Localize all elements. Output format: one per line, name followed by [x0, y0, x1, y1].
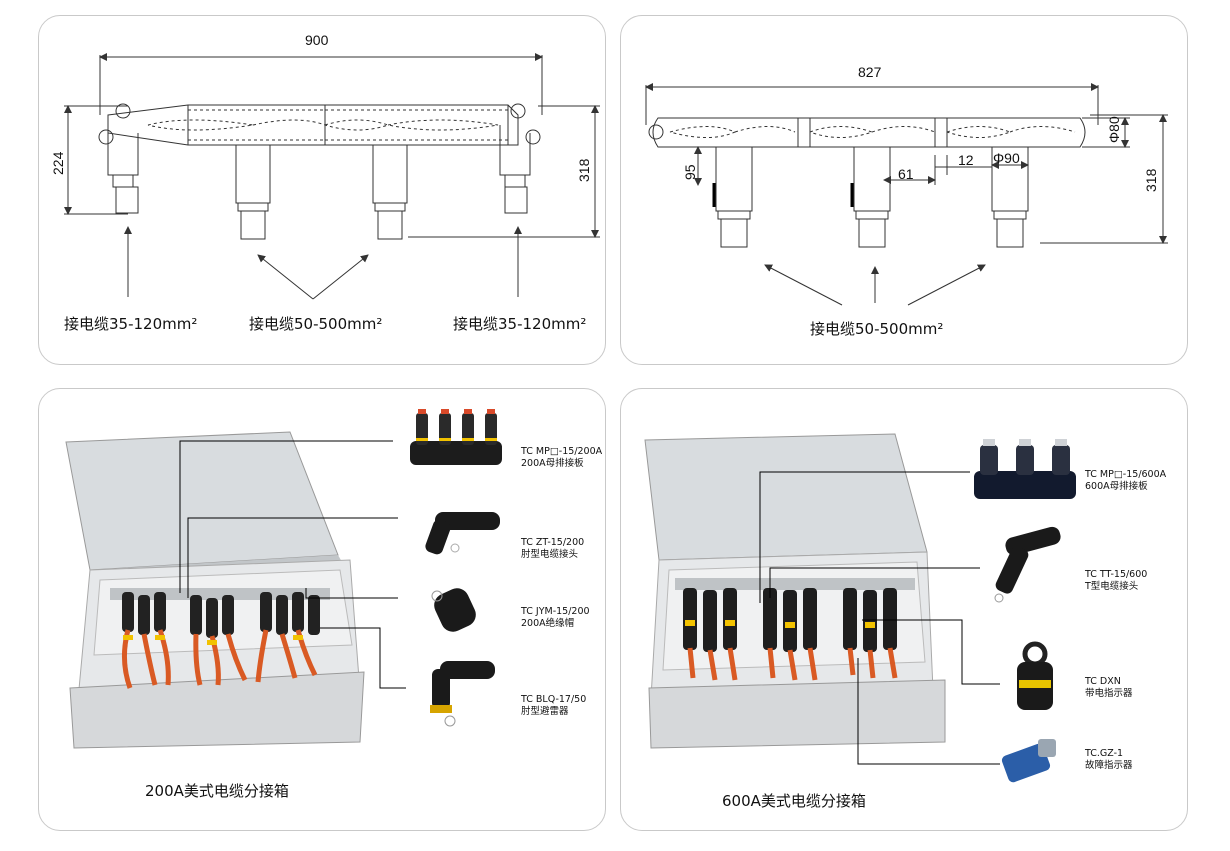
product-name: 故障指示器: [1085, 760, 1133, 771]
dim-600-width-label: 827: [858, 64, 882, 80]
product-indicator-600a: [1017, 641, 1053, 710]
product-name: 200A母排接板: [521, 458, 584, 469]
product-busbar-600a-label: TC MP□-15/600A 600A母排接板: [1085, 469, 1166, 493]
product-tjoint-600a: [994, 526, 1061, 603]
product-elbow-200a-label: TC ZT-15/200 肘型电缆接头: [521, 537, 584, 561]
product-code: TC MP□-15/200A: [521, 446, 603, 457]
product-code: TC MP□-15/600A: [1085, 469, 1167, 480]
product-name: 带电指示器: [1085, 688, 1133, 699]
product-arrester-200a: [430, 661, 495, 727]
product-cap-200a-label: TC JYM-15/200 200A绝缘帽: [521, 606, 590, 630]
dim-61-label: 61: [898, 166, 914, 182]
cable-label-600: 接电缆50-500mm²: [810, 320, 944, 338]
product-indicator-600a-label: TC DXN 带电指示器: [1085, 676, 1133, 700]
drawing-200a-connector: [64, 53, 600, 300]
dim-left-height-label: 224: [50, 151, 66, 175]
dim-95-label: 95: [682, 164, 698, 180]
product-name: 肘型电缆接头: [521, 549, 579, 560]
panel-200a-drawing: [38, 15, 606, 365]
product-code: TC JYM-15/200: [521, 606, 590, 617]
product-name: 600A母排接板: [1085, 481, 1148, 492]
product-cap-200a: [431, 588, 476, 632]
product-fault-indicator-600a: [1001, 739, 1056, 783]
cable-label-center: 接电缆50-500mm²: [249, 315, 383, 333]
drawing-600a-connector: [645, 83, 1168, 306]
cable-label-right: 接电缆35-120mm²: [453, 315, 587, 333]
product-name: T型电缆接头: [1085, 581, 1139, 592]
dim-12-label: 12: [958, 152, 974, 168]
cabinet-200a-title: 200A美式电缆分接箱: [145, 782, 289, 800]
cabinet-600a-title: 600A美式电缆分接箱: [722, 792, 866, 810]
dim-phi80-label: Φ80: [1106, 116, 1122, 143]
product-code: TC ZT-15/200: [521, 537, 585, 548]
cabinet-200a-photo: [65, 431, 365, 749]
product-code: TC DXN: [1085, 676, 1121, 687]
product-name: 200A绝缘帽: [521, 618, 575, 629]
product-tjoint-600a-label: TC TT-15/600 T型电缆接头: [1085, 569, 1147, 593]
product-busbar-200a: [410, 409, 502, 465]
dim-right-height-label: 318: [576, 158, 592, 182]
product-code: TC BLQ-17/50: [521, 694, 587, 705]
dim-phi90-label: Φ90: [993, 150, 1020, 166]
product-busbar-600a: [974, 439, 1076, 499]
dim-600-318-label: 318: [1143, 168, 1159, 192]
cabinet-600a-photo: [644, 433, 946, 749]
product-busbar-200a-label: TC MP□-15/200A 200A母排接板: [521, 446, 602, 470]
callout-lines-600a: [759, 471, 1000, 765]
cable-label-left: 接电缆35-120mm²: [64, 315, 198, 333]
dim-width-label: 900: [305, 32, 329, 48]
callout-lines-200a: [179, 440, 406, 689]
product-code: TC TT-15/600: [1085, 569, 1148, 580]
product-elbow-200a: [425, 512, 500, 555]
product-name: 肘型避雷器: [521, 706, 569, 717]
product-code: TC.GZ-1: [1085, 748, 1124, 759]
product-arrester-200a-label: TC BLQ-17/50 肘型避雷器: [521, 694, 586, 718]
product-fault-indicator-600a-label: TC.GZ-1 故障指示器: [1085, 748, 1133, 772]
